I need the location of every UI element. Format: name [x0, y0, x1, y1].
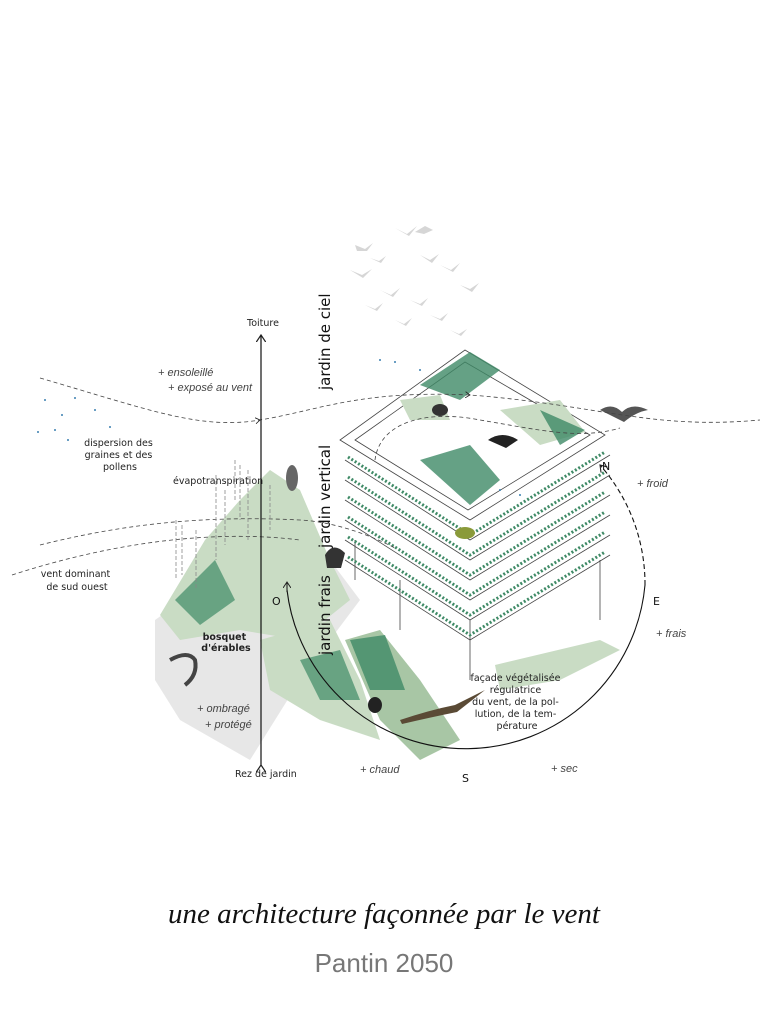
bird-icon — [488, 435, 518, 448]
squirrel-icon — [325, 547, 345, 568]
label-protected: + protégé — [205, 719, 252, 731]
compass-s: S — [462, 772, 469, 785]
label-grove: bosquet d'érables — [201, 632, 251, 654]
axis-bottom-label: Rez de jardin — [235, 769, 297, 780]
label-dispersion: dispersion des graines et des pollens — [84, 438, 156, 473]
compass-e: E — [653, 595, 660, 608]
birds-flock — [350, 226, 479, 336]
zone-fresh-garden: jardin frais — [316, 575, 334, 656]
compass-n: N — [602, 460, 610, 473]
label-dry: + sec — [551, 763, 578, 775]
label-cold: + froid — [637, 478, 669, 490]
seed-dots — [37, 359, 521, 496]
zone-sky-garden: jardin de ciel — [316, 293, 334, 391]
bee-icon — [432, 404, 448, 416]
label-sunny: + ensoleillé — [158, 367, 213, 379]
label-facade: façade végétalisée régulatrice du vent, … — [471, 673, 564, 732]
page-subtitle: Pantin 2050 — [314, 948, 454, 978]
worm-icon — [169, 653, 198, 687]
label-hot: + chaud — [360, 764, 400, 776]
label-wind: vent dominant de sud ouest — [41, 569, 114, 593]
label-shaded: + ombragé — [197, 703, 250, 715]
bat-icon — [600, 406, 648, 422]
building — [339, 349, 611, 680]
lizard-icon — [400, 690, 485, 724]
roof-garden — [400, 352, 585, 505]
ladybug-icon — [368, 697, 382, 713]
zone-vertical-garden: jardin vertical — [316, 445, 334, 549]
sun-path-dashed — [600, 465, 646, 586]
axis-top-label: Toiture — [246, 318, 279, 329]
owl-icon — [286, 465, 298, 491]
label-cool: + frais — [656, 628, 687, 640]
page-title: une architecture façonnée par le vent — [168, 898, 600, 930]
compass-o: O — [272, 595, 281, 608]
sun-path-arc — [286, 584, 646, 750]
label-evapotranspiration: évapotranspiration — [173, 476, 263, 487]
label-exposed: + exposé au vent — [168, 382, 253, 394]
facade-planting — [347, 450, 606, 637]
evapotranspiration-lines — [175, 460, 271, 590]
finch-icon — [455, 527, 475, 539]
